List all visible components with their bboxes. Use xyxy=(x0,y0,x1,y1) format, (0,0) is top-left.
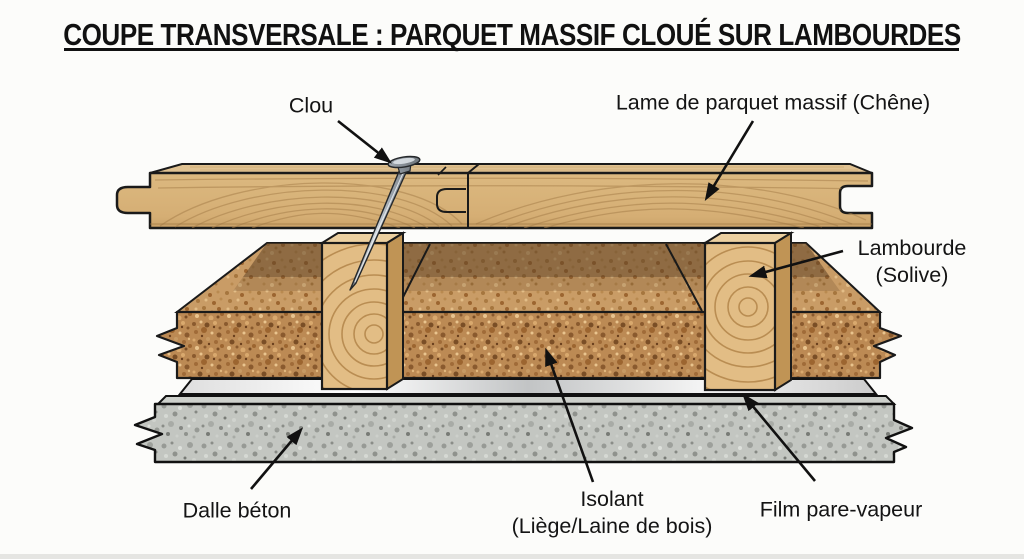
bottom-edge-strip xyxy=(0,554,1024,559)
label-isolant: Isolant (Liège/Laine de bois) xyxy=(512,486,713,540)
label-lambourde-line2: (Solive) xyxy=(875,263,949,287)
diagram-title: COUPE TRANSVERSALE : PARQUET MASSIF CLOU… xyxy=(63,17,961,52)
label-isolant-line1: Isolant xyxy=(580,487,644,511)
leader-arrow-lambourde xyxy=(748,249,844,279)
label-clou: Clou xyxy=(288,93,334,118)
label-film-pare-vapeur: Film pare-vapeur xyxy=(759,497,923,522)
nail xyxy=(349,155,421,291)
label-lambourde-line1: Lambourde xyxy=(857,236,967,260)
leader-arrow-dalle xyxy=(250,427,304,490)
concrete-slab xyxy=(133,395,914,464)
label-isolant-line2: (Liège/Laine de bois) xyxy=(511,514,713,538)
label-lambourde: Lambourde (Solive) xyxy=(858,235,967,289)
leader-arrow-clou xyxy=(337,119,392,164)
parquet-plank xyxy=(115,163,874,230)
label-dalle-beton: Dalle béton xyxy=(182,498,292,523)
leader-arrow-film xyxy=(742,393,816,482)
leader-arrow-lame xyxy=(704,120,755,201)
label-lame-parquet: Lame de parquet massif (Chêne) xyxy=(615,90,931,115)
title-underline xyxy=(64,48,959,51)
leader-arrow-isolant xyxy=(545,347,595,483)
joist-left xyxy=(318,231,407,391)
